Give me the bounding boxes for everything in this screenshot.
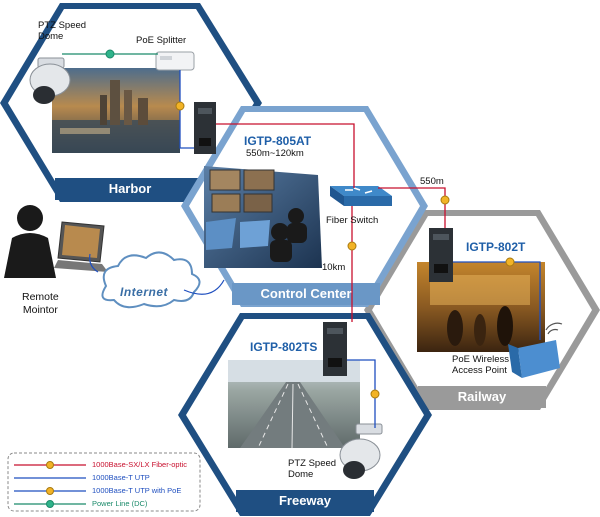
- fiber-switch-label: Fiber Switch: [326, 215, 379, 226]
- internet-label: Internet: [120, 285, 169, 299]
- fiber-railway: [378, 187, 446, 228]
- internet-cloud: [89, 251, 225, 309]
- railway-title: Railway: [457, 389, 507, 404]
- poe-link-railway: [453, 261, 541, 340]
- control-range: 550m~120km: [246, 148, 304, 159]
- legend-box: [7, 452, 201, 512]
- legend-utp-poe: 1000Base-T UTP with PoE: [92, 486, 182, 495]
- poe-link-harbor: [179, 70, 194, 149]
- legend-utp: 1000Base-T UTP: [92, 473, 150, 482]
- freeway-ptz-label: PTZ Speed Dome: [288, 458, 337, 480]
- railway-distance: 550m: [420, 176, 444, 187]
- remote-monitor-label: Remote Mointor: [22, 291, 59, 316]
- control-room-photo: [204, 166, 322, 268]
- fiber-switch-device: [330, 186, 392, 206]
- railway-banner-bg: [418, 386, 546, 408]
- legend-power: Power Line (DC): [92, 499, 148, 508]
- freeway-media-converter: [323, 322, 347, 376]
- railway-media-converter: [429, 228, 453, 282]
- harbor-ptz-camera: [29, 57, 71, 104]
- freeway-title: Freeway: [278, 493, 332, 508]
- freeway-distance: 10km: [322, 262, 346, 273]
- poe-link-freeway: [347, 359, 376, 428]
- poe-splitter-device: [155, 51, 195, 71]
- harbor-media-converter: [194, 102, 216, 154]
- freeway-ptz-camera: [339, 423, 383, 479]
- harbor-banner-bg: [55, 178, 205, 200]
- railway-model: IGTP-802T: [466, 240, 526, 254]
- legend-fiber: 1000Base-SX/LX Fiber-optic: [92, 460, 188, 469]
- wireless-access-point: [508, 322, 563, 378]
- link-lines: [62, 49, 541, 428]
- harbor-ptz-label: PTZ Speed Dome: [38, 20, 87, 42]
- control-banner-bg: [232, 283, 380, 305]
- remote-monitor-person: [4, 205, 108, 278]
- fiber-harbor: [216, 123, 355, 188]
- control-title: Control Center: [260, 286, 352, 301]
- railway-ap-label: PoE Wireless Access Point: [452, 354, 510, 376]
- harbor-splitter-label: PoE Splitter: [136, 35, 187, 46]
- freeway-banner-bg: [236, 490, 374, 512]
- control-model: IGTP-805AT: [244, 134, 312, 148]
- harbor-title: Harbor: [108, 181, 152, 196]
- freeway-model: IGTP-802TS: [250, 340, 318, 354]
- harbor-photo: [52, 68, 180, 153]
